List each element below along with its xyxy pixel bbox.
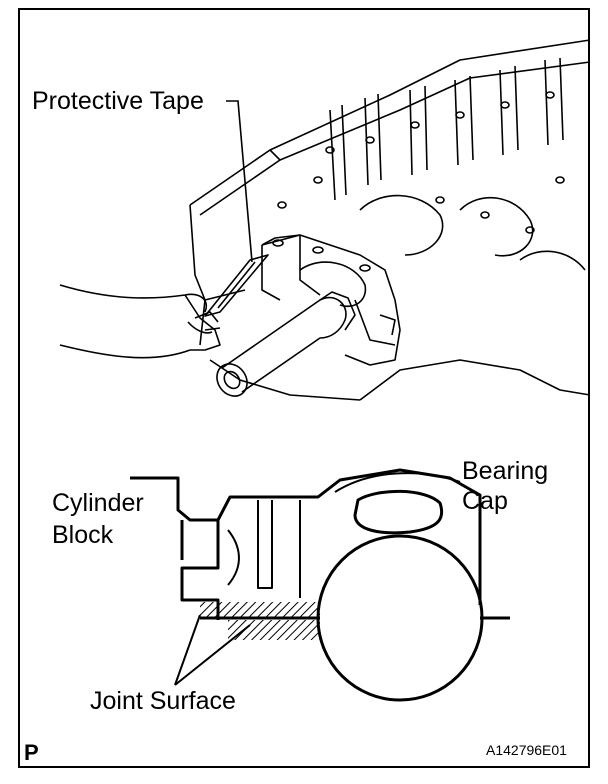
- joint-surface-hatch-upper: [200, 602, 320, 618]
- corner-letter: P: [24, 740, 39, 765]
- cylinder-block-label-line2: Block: [52, 521, 114, 549]
- cross-section-diagram: [130, 468, 510, 702]
- joint-surface-leaders: [174, 614, 251, 686]
- protective-tape-label: Protective Tape: [32, 87, 204, 115]
- joint-surface-hatch-lower: [228, 620, 320, 640]
- engine-block-drawing: [59, 39, 591, 401]
- joint-surface-label: Joint Surface: [90, 687, 236, 715]
- bearing-cap-label-line2: Cap: [462, 487, 508, 515]
- bearing-cap-label-line1: Bearing: [462, 457, 549, 485]
- figure-frame: [18, 8, 590, 768]
- protective-tape-leader: [226, 100, 253, 263]
- cylinder-block-label-line1: Cylinder: [52, 489, 144, 517]
- figure-id: A142796E01: [486, 742, 567, 758]
